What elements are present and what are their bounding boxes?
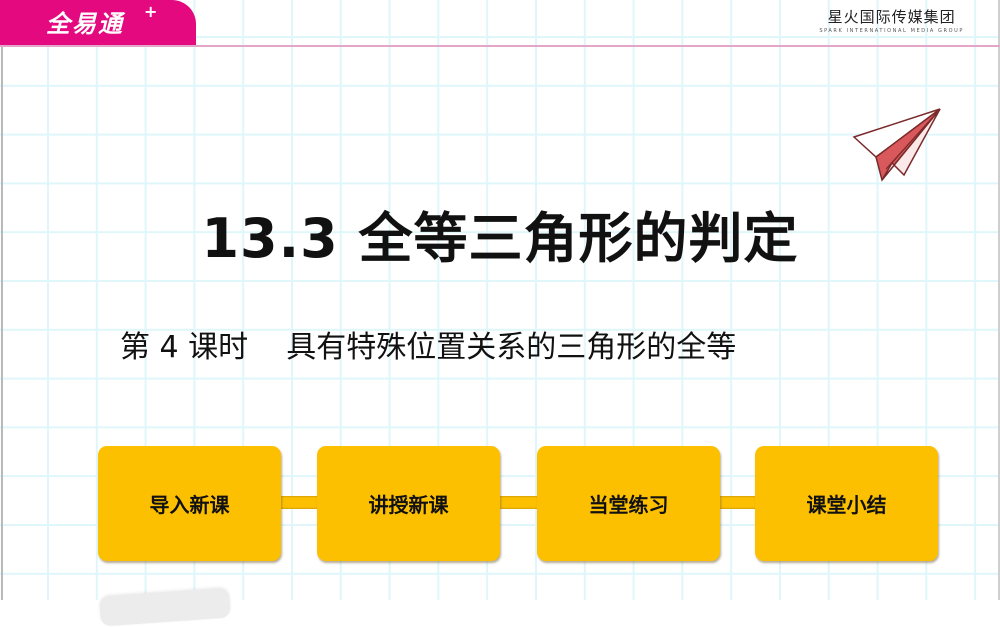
- slide-subtitle: 第 4 课时 具有特殊位置关系的三角形的全等: [120, 330, 737, 365]
- brand-logo-text: 全易通: [46, 9, 124, 38]
- publisher-name-cn: 星火国际传媒集团: [827, 8, 956, 26]
- right-border: [998, 0, 1000, 600]
- header-divider: [0, 45, 1000, 47]
- step-practice-button[interactable]: 当堂练习: [537, 446, 720, 561]
- publisher-name-en: SPARK INTERNATIONAL MEDIA GROUP: [819, 28, 964, 34]
- slide-title: 13.3 全等三角形的判定: [201, 207, 799, 270]
- brand-logo: 全易通 +: [0, 0, 196, 45]
- paper-plane-icon: [852, 108, 941, 182]
- brand-plus-icon: +: [144, 2, 158, 21]
- lesson-steps: 导入新课 讲授新课 当堂练习 课堂小结: [98, 446, 940, 562]
- step-new-lesson-button[interactable]: 讲授新课: [317, 446, 500, 561]
- step-summary-button[interactable]: 课堂小结: [755, 446, 938, 561]
- step-intro-button[interactable]: 导入新课: [98, 446, 281, 561]
- publisher-logo: 星火国际传媒集团 SPARK INTERNATIONAL MEDIA GROUP: [819, 6, 964, 34]
- left-border: [1, 46, 3, 600]
